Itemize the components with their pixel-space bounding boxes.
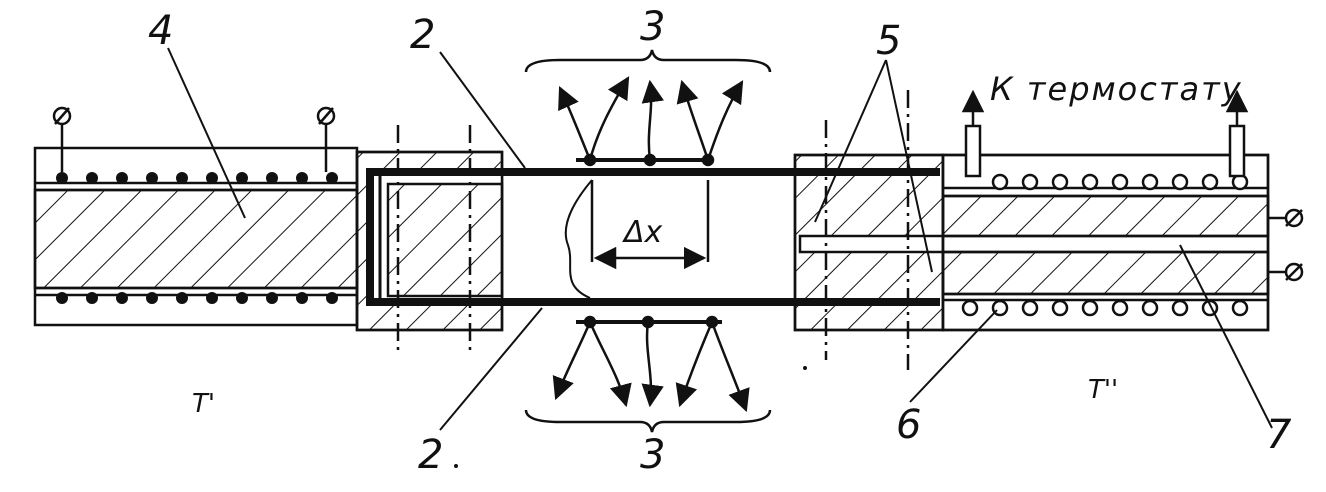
- terminal-icon: [1268, 262, 1304, 282]
- cooling-coil-top: [991, 173, 1249, 191]
- label-to-thermostat: К термостату: [990, 70, 1243, 108]
- label-junctions: 5: [876, 18, 901, 64]
- emission-top: [524, 49, 772, 167]
- right-cooler-block: [941, 153, 1270, 332]
- thermostat-pipe-left: [961, 89, 985, 178]
- left-heater-block: [33, 146, 359, 327]
- terminal-icon: [316, 106, 336, 172]
- cooling-coil-bottom: [961, 299, 1249, 317]
- emission-bottom: [524, 315, 772, 433]
- label-cooler-core: 7: [1266, 412, 1292, 458]
- label-emission-top: 3: [640, 4, 665, 50]
- label-sample-top: 2: [410, 12, 435, 58]
- label-cooling-coil: 6: [896, 402, 921, 448]
- label-sample-bottom: 2: [418, 432, 443, 478]
- delta-x-dimension: [590, 180, 710, 270]
- label-heater: 4: [148, 8, 173, 54]
- terminal-icon: [52, 106, 72, 172]
- right-clamp-block: [793, 90, 945, 370]
- leader-lines: [167, 47, 1273, 431]
- label-temp-right: T'': [1088, 375, 1118, 405]
- label-delta-x: Δx: [622, 215, 663, 250]
- label-emission-bottom: 3: [640, 432, 665, 478]
- label-temp-left: T': [192, 389, 215, 419]
- left-heater-coil-top: [56, 172, 338, 184]
- thermostat-pipe-right: [1225, 89, 1249, 178]
- left-heater-coil-bottom: [56, 292, 338, 304]
- terminal-icon: [1268, 208, 1304, 228]
- wavy-front-curve: [564, 179, 593, 299]
